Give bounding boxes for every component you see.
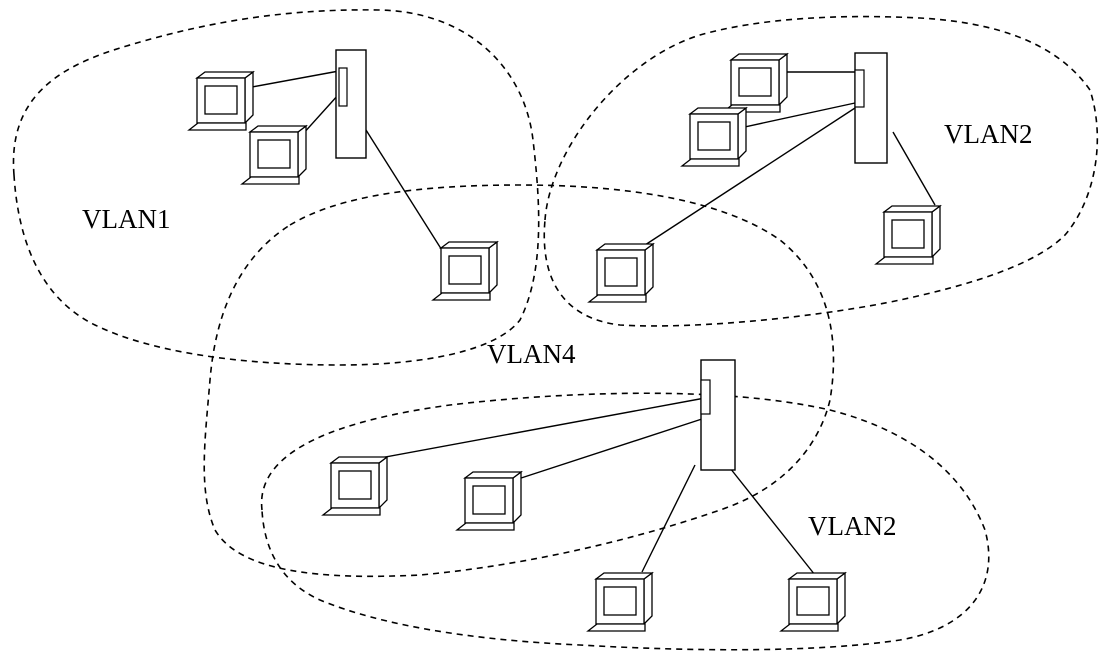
switch-center bbox=[700, 359, 736, 471]
computer-icon bbox=[722, 53, 788, 113]
switch-top-left bbox=[335, 49, 367, 159]
vlan1-label: VLAN1 bbox=[82, 204, 171, 234]
vlan4-label: VLAN4 bbox=[487, 339, 576, 369]
vlan4-zone bbox=[203, 184, 835, 578]
computer-icon bbox=[780, 572, 846, 632]
computer-icon bbox=[681, 107, 747, 167]
vlan2-bottom-label: VLAN2 bbox=[808, 511, 897, 541]
switch-top-right bbox=[854, 52, 888, 164]
computer-icon bbox=[875, 205, 941, 265]
computer-icon bbox=[188, 71, 254, 131]
computer-icon bbox=[322, 456, 388, 516]
computer-icon bbox=[432, 241, 498, 301]
cables bbox=[240, 70, 936, 576]
computer-icon bbox=[241, 125, 307, 185]
vlan2-top-label: VLAN2 bbox=[944, 119, 1033, 149]
computer-icon bbox=[456, 471, 522, 531]
computer-icon bbox=[587, 572, 653, 632]
computer-icon bbox=[588, 243, 654, 303]
vlan1-zone bbox=[12, 9, 540, 366]
vlan2-top-zone bbox=[543, 15, 1099, 327]
